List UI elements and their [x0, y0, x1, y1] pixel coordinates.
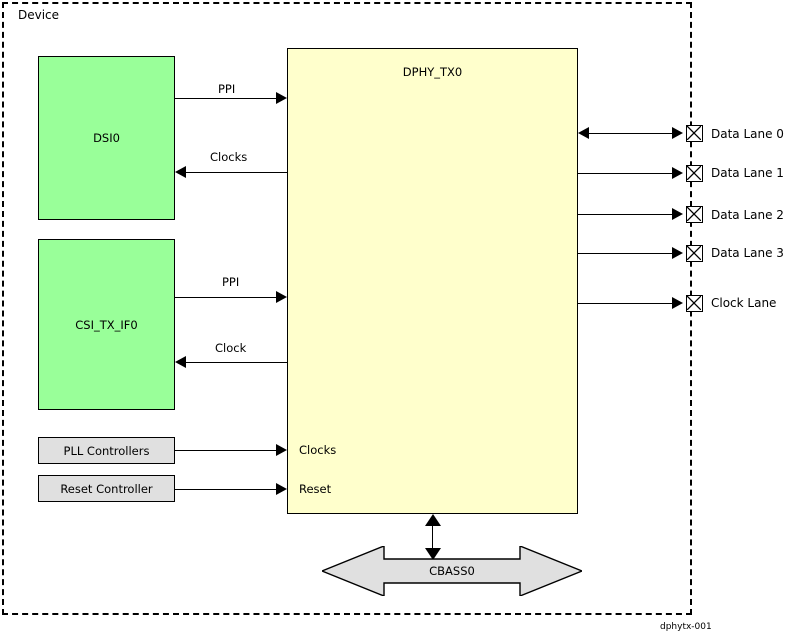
port-label-clocks: Clocks	[299, 443, 337, 457]
cbass-link-arrowhead-down	[425, 548, 441, 560]
lane-2-pad-icon	[686, 206, 703, 223]
lane-0-pad-icon	[686, 125, 703, 142]
lane-2-arrowhead	[672, 208, 683, 220]
block-dsi0[interactable]: DSI0	[38, 56, 175, 220]
figure-id-caption: dphytx-001	[660, 622, 712, 632]
block-pll-controllers-label: PLL Controllers	[63, 443, 150, 458]
cbass0-bus-shape[interactable]	[322, 546, 582, 596]
wire-csi-ppi-line	[175, 297, 277, 298]
lane-1-pad-icon	[686, 165, 703, 182]
wire-csi-clock-arrowhead	[175, 356, 186, 368]
lane-clock-line	[578, 303, 673, 304]
lane-0-label: Data Lane 0	[711, 127, 784, 141]
lane-2-label: Data Lane 2	[711, 208, 784, 222]
lane-clock-label: Clock Lane	[711, 296, 777, 310]
wire-pll-clocks-line	[175, 450, 277, 451]
wire-dsi0-clocks-label: Clocks	[210, 150, 248, 164]
wire-dsi0-ppi-arrowhead	[276, 92, 287, 104]
lane-1-label: Data Lane 1	[711, 166, 784, 180]
cbass-link-arrowhead-up	[425, 514, 441, 526]
wire-dsi0-clocks-line	[186, 172, 287, 173]
block-csi-tx-if0[interactable]: CSI_TX_IF0	[38, 239, 175, 410]
wire-pll-clocks-arrowhead	[276, 444, 287, 456]
lane-3-pad-icon	[686, 245, 703, 262]
wire-csi-ppi-arrowhead	[276, 291, 287, 303]
block-dphy-tx0-title: DPHY_TX0	[402, 65, 463, 79]
lane-clock-pad-icon	[686, 295, 703, 312]
cbass0-label: CBASS0	[429, 564, 475, 578]
lane-2-line	[578, 214, 673, 215]
block-dphy-tx0[interactable]: DPHY_TX0	[287, 48, 578, 514]
wire-csi-ppi-label: PPI	[222, 275, 240, 289]
lane-1-line	[578, 173, 673, 174]
wire-dsi0-ppi-label: PPI	[218, 82, 236, 96]
wire-reset-line	[175, 489, 277, 490]
lane-1-arrowhead	[672, 167, 683, 179]
block-csi-tx-if0-label: CSI_TX_IF0	[75, 317, 138, 332]
wire-csi-clock-line	[186, 362, 287, 363]
wire-reset-arrowhead	[276, 483, 287, 495]
device-label: Device	[18, 8, 60, 22]
cbass-link-line	[432, 524, 433, 550]
wire-dsi0-clocks-arrowhead	[175, 166, 186, 178]
wire-dsi0-ppi-line	[175, 98, 277, 99]
wire-csi-clock-label: Clock	[215, 341, 247, 355]
lane-3-arrowhead	[672, 247, 683, 259]
block-dsi0-label: DSI0	[93, 131, 120, 145]
lane-3-label: Data Lane 3	[711, 246, 784, 260]
block-reset-controller[interactable]: Reset Controller	[38, 475, 175, 502]
lane-0-arrowhead-left	[578, 127, 589, 139]
lane-0-line	[589, 133, 673, 134]
block-reset-controller-label: Reset Controller	[60, 481, 153, 496]
lane-0-arrowhead-right	[672, 127, 683, 139]
block-pll-controllers[interactable]: PLL Controllers	[38, 437, 175, 464]
port-label-reset: Reset	[299, 482, 332, 496]
lane-3-line	[578, 253, 673, 254]
lane-clock-arrowhead	[672, 297, 683, 309]
